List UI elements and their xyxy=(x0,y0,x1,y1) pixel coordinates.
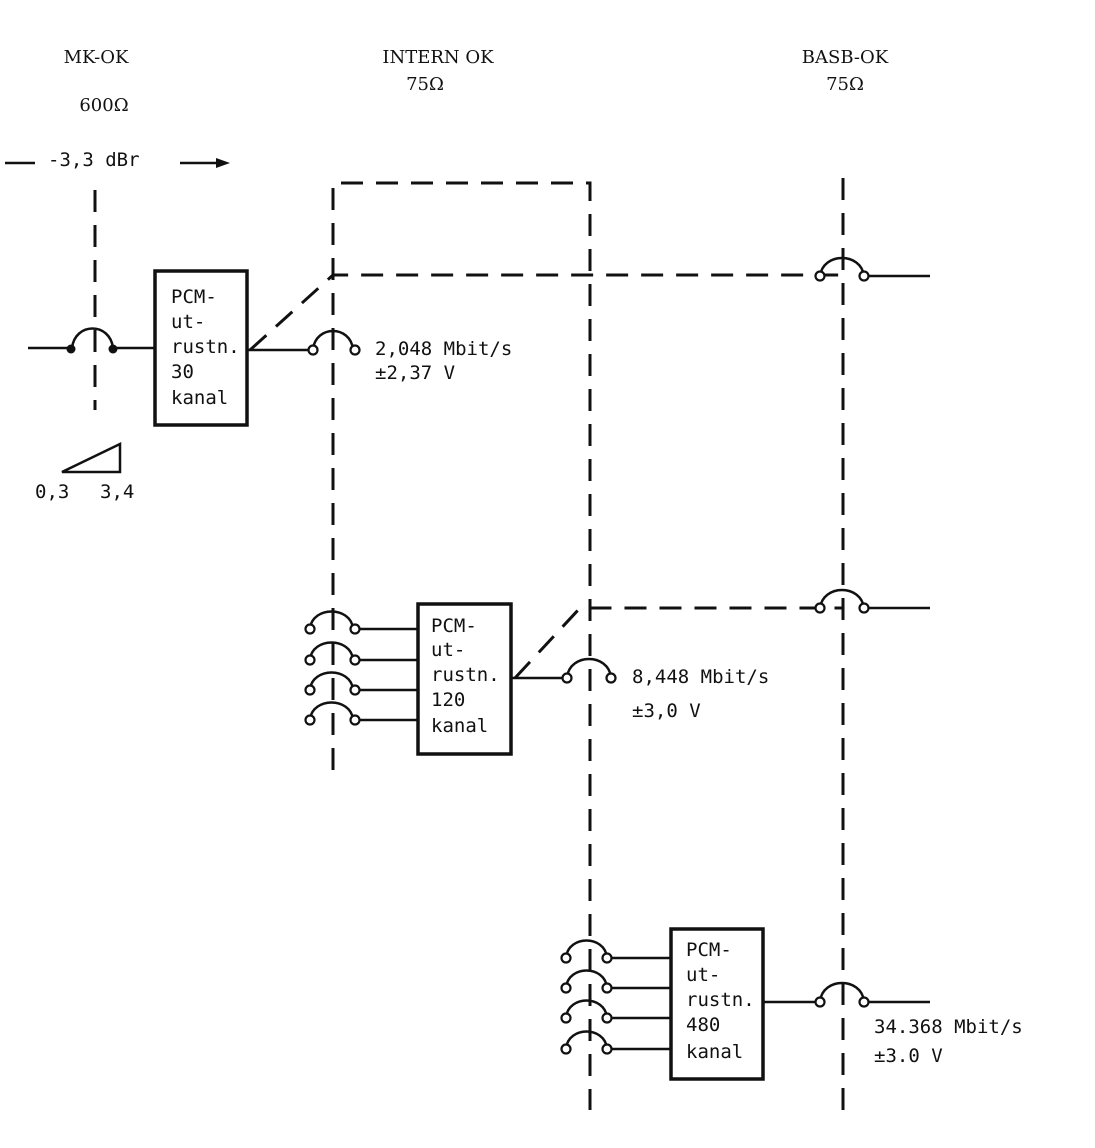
intern-jack-2mbit-contact-left xyxy=(307,344,319,356)
pcm-unit-30-line-1: PCM- xyxy=(171,286,217,308)
pcm-unit-480-line-3: rustn. xyxy=(686,989,755,1011)
pcm-unit-120-line-3: rustn. xyxy=(431,664,500,686)
intern-ok-boundary xyxy=(331,181,592,1110)
basb-jack-34mbit-contact-right xyxy=(858,996,870,1008)
basb-jack-1-arc xyxy=(818,256,866,277)
band-high: 3,4 xyxy=(100,481,134,503)
pcm-unit-120 xyxy=(416,602,513,756)
rate-2mbit: 2,048 Mbit/s xyxy=(375,338,512,360)
level-label: -3,3 dBr xyxy=(48,149,140,171)
voltage-34mbit: ±3.0 V xyxy=(874,1045,943,1067)
pcm-unit-120-line-5: kanal xyxy=(431,715,488,737)
pcm-unit-480 xyxy=(669,927,765,1081)
basb-ok-title: BASB-OK xyxy=(802,47,889,68)
intern-jack-8mbit-contact-left xyxy=(561,672,573,684)
bandwidth-triangle xyxy=(61,442,122,474)
pcm-unit-120-line-4: 120 xyxy=(431,689,465,711)
mk-jack-arc xyxy=(70,327,115,349)
intern-jack-2mbit-contact-right xyxy=(349,344,361,356)
pcm-unit-480-line-2: ut- xyxy=(686,964,720,986)
basb-jack-34mbit-contact-left xyxy=(814,996,826,1008)
pcm-unit-30-line-4: 30 xyxy=(171,361,194,383)
rate-34mbit: 34.368 Mbit/s xyxy=(874,1016,1023,1038)
pcm-unit-480-line-4: 480 xyxy=(686,1014,720,1036)
pcm480-input-jacks xyxy=(560,939,671,1055)
level-arrowhead xyxy=(216,158,230,168)
basb-jack-2-arc xyxy=(818,588,866,609)
voltage-8mbit: ±3,0 V xyxy=(632,700,701,722)
intern-jack-8mbit-contact-right xyxy=(605,672,617,684)
band-low: 0,3 xyxy=(35,481,69,503)
mk-ok-impedance: 600Ω xyxy=(79,95,128,116)
mk-ok-title: MK-OK xyxy=(64,47,129,68)
voltage-2mbit: ±2,37 V xyxy=(375,362,455,384)
intern-ok-impedance: 75Ω xyxy=(406,74,444,95)
pcm-unit-480-line-5: kanal xyxy=(686,1041,743,1063)
intern-jack-8mbit-arc xyxy=(565,657,613,678)
basb-jack-1-contact-left xyxy=(814,270,826,282)
pcm-unit-120-line-2: ut- xyxy=(431,639,465,661)
intern-jack-2mbit-arc xyxy=(311,329,355,350)
pcm-unit-30-line-2: ut- xyxy=(171,311,205,333)
pcm-unit-30-line-3: rustn. xyxy=(171,336,240,358)
basb-jack-1-contact-right xyxy=(858,270,870,282)
basb-ok-impedance: 75Ω xyxy=(826,74,864,95)
pcm-unit-30 xyxy=(153,269,249,427)
bypass-path-2mbit xyxy=(248,273,843,352)
pcm-unit-480-line-1: PCM- xyxy=(686,939,732,961)
basb-jack-2-contact-left xyxy=(814,602,826,614)
pcm120-input-jacks xyxy=(304,610,418,726)
rate-8mbit: 8,448 Mbit/s xyxy=(632,666,769,688)
basb-jack-34mbit-arc xyxy=(818,981,866,1002)
basb-jack-2-contact-right xyxy=(858,602,870,614)
pcm-unit-120-line-1: PCM- xyxy=(431,615,477,637)
intern-ok-title: INTERN OK xyxy=(382,47,494,68)
mk-jack-contact-left xyxy=(66,344,76,354)
pcm-unit-30-line-5: kanal xyxy=(171,387,228,409)
